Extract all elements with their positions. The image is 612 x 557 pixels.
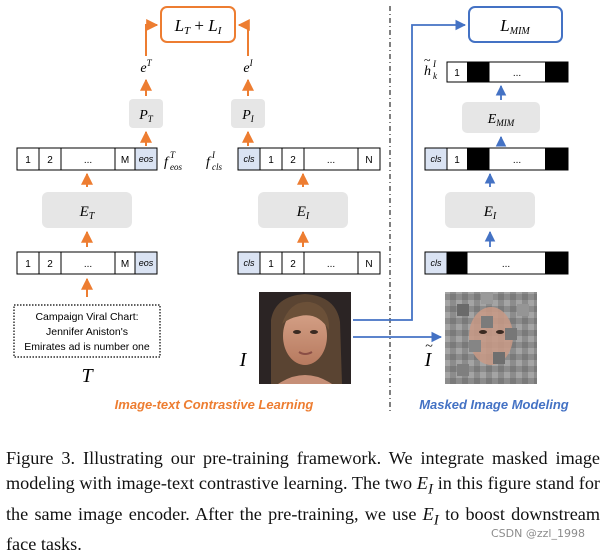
svg-text:cls: cls — [212, 162, 222, 172]
svg-text:~: ~ — [425, 339, 433, 354]
token-cls: cls — [431, 258, 442, 268]
token-2: 2 — [290, 155, 296, 166]
token-2: 2 — [47, 259, 53, 270]
image-token-row-output: cls 1 2 ... N — [237, 147, 381, 171]
masked-image-input-symbol: I ~ — [424, 339, 434, 371]
text-token-row-input: 1 2 ... M eos — [16, 251, 158, 275]
token-ellipsis: ... — [513, 68, 521, 79]
token-1: 1 — [25, 259, 31, 270]
input-text-box: Campaign Viral Chart: Jennifer Aniston's… — [13, 304, 161, 358]
section-label-mim: Masked Image Modeling — [419, 397, 569, 412]
mim-token-row-output: 1 ... — [446, 61, 569, 83]
token-ellipsis: ... — [84, 259, 92, 270]
token-n: N — [365, 155, 372, 166]
loss-mim-box: LMIM — [468, 6, 563, 43]
svg-text:eos: eos — [170, 162, 182, 172]
image-projection-box: PI — [231, 99, 265, 128]
caption-subscript-1: I — [427, 480, 434, 498]
svg-text:f: f — [206, 155, 212, 170]
input-text-line-1: Campaign Viral Chart: — [35, 311, 138, 323]
token-ellipsis: ... — [327, 155, 335, 166]
token-ellipsis: ... — [513, 155, 521, 166]
svg-text:I: I — [432, 59, 437, 69]
caption-part-2: in this figure stand for the same image … — [6, 473, 600, 524]
token-2: 2 — [47, 155, 53, 166]
token-cls: cls — [244, 258, 255, 268]
section-label-contrastive: Image-text Contrastive Learning — [115, 397, 314, 412]
svg-text:f: f — [164, 155, 170, 170]
text-embedding-label: eT — [140, 58, 152, 76]
svg-text:~: ~ — [424, 53, 431, 67]
loss-lt-li-box: LT + LI — [160, 6, 236, 43]
svg-text:T: T — [170, 150, 176, 160]
mim-token-row-middle: cls 1 ... — [424, 147, 569, 171]
svg-text:eI: eI — [243, 58, 253, 76]
svg-text:k: k — [433, 71, 438, 81]
face-image — [259, 292, 351, 384]
masked-face-image — [445, 292, 537, 384]
token-1: 1 — [25, 155, 31, 166]
token-eos: eos — [139, 154, 154, 164]
svg-text:I: I — [211, 150, 216, 160]
mim-decoder-box: EMIM — [462, 102, 540, 133]
framework-diagram: LT + LI LMIM eT PT f T eos 1 2 ... M eos… — [13, 6, 569, 412]
image-token-row-input: cls 1 2 ... N — [237, 251, 381, 275]
svg-text:LT + LI: LT + LI — [174, 16, 223, 37]
text-feature-label: f T eos — [164, 150, 182, 172]
caption-symbol-2: E — [422, 503, 434, 524]
text-token-row-output: 1 2 ... M eos — [16, 147, 158, 171]
svg-text:h: h — [424, 64, 431, 79]
input-text-line-3: Emirates ad is number one — [24, 341, 150, 353]
token-cls: cls — [244, 154, 255, 164]
image-input-symbol: I — [239, 349, 248, 371]
image-embedding-label: eI — [243, 58, 253, 76]
orange-arrows — [81, 19, 309, 297]
watermark: CSDN @zzl_1998 — [491, 527, 585, 540]
text-input-symbol: T — [81, 365, 94, 387]
caption-subscript-2: I — [433, 511, 439, 529]
caption-symbol-1: E — [416, 473, 428, 493]
token-2: 2 — [290, 259, 296, 270]
mim-token-row-input: cls ... — [424, 251, 569, 275]
figure-caption: Figure 3. Illustrating our pre-training … — [6, 446, 600, 557]
svg-text:eT: eT — [140, 58, 152, 76]
svg-text:I: I — [424, 349, 433, 371]
token-1: 1 — [268, 155, 274, 166]
token-n: N — [365, 259, 372, 270]
token-cls: cls — [431, 154, 442, 164]
text-projection-box: PT — [129, 99, 163, 128]
caption-part-3: to boost downstream face tasks. — [6, 503, 600, 555]
token-1: 1 — [454, 155, 460, 166]
mim-output-label: h ~ I k — [424, 53, 438, 81]
token-1: 1 — [268, 259, 274, 270]
image-feature-label: f I cls — [206, 150, 222, 172]
blue-arrows — [353, 19, 507, 343]
image-encoder-box: EI — [258, 192, 348, 228]
input-text-line-2: Jennifer Aniston's — [46, 326, 128, 338]
token-m: M — [121, 155, 129, 166]
mim-encoder-box: EI — [445, 192, 535, 228]
text-encoder-box: ET — [42, 192, 132, 228]
token-m: M — [121, 259, 129, 270]
token-ellipsis: ... — [84, 155, 92, 166]
token-ellipsis: ... — [327, 259, 335, 270]
token-eos: eos — [139, 258, 154, 268]
caption-part-1: Figure 3. Illustrating our pre-training … — [6, 448, 600, 493]
token-1: 1 — [454, 68, 460, 79]
token-ellipsis: ... — [502, 259, 510, 270]
